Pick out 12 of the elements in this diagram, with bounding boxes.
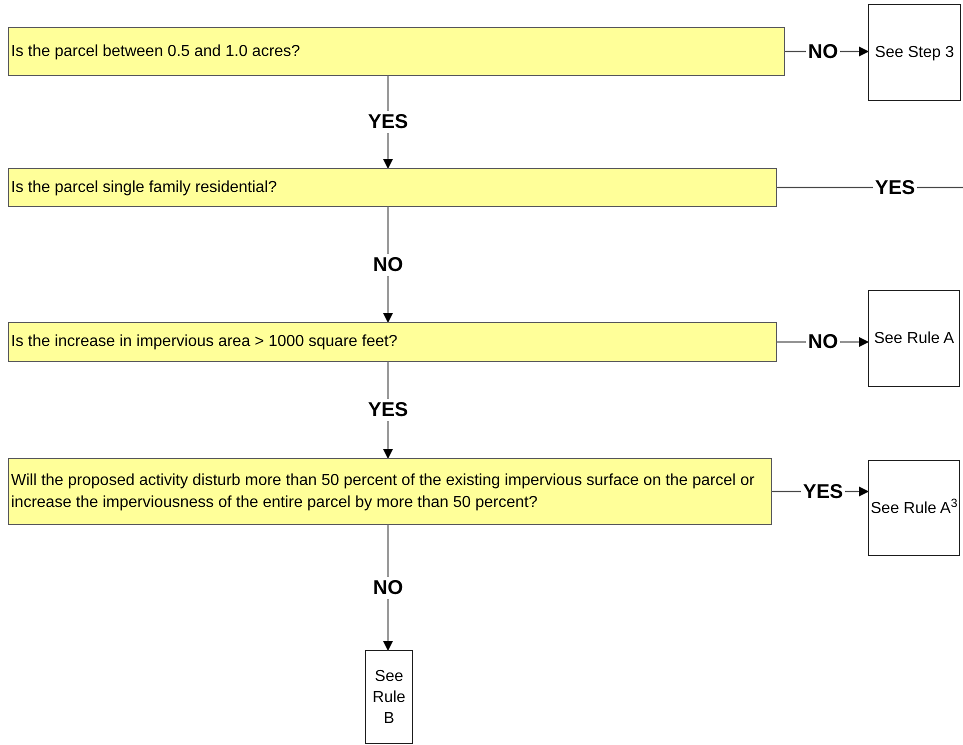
result-box: See Rule A — [868, 290, 960, 387]
question-box: Will the proposed activity disturb more than 50 percent of the existing impervious surface on the parcel or increase the imperviousness of the entire parcel by more than 50 percent? — [8, 458, 772, 525]
question-box: Is the parcel between 0.5 and 1.0 acres? — [8, 27, 785, 76]
result-box: See Step 3 — [868, 4, 961, 101]
edge-label: NO — [371, 254, 405, 276]
result-box: See Rule B — [365, 650, 413, 744]
result-box: See Rule A$^{3}$ — [868, 460, 960, 556]
question-box: Is the increase in impervious area > 1000 square feet? — [8, 322, 777, 362]
edge-label: YES — [366, 399, 410, 421]
edge-label: NO — [371, 576, 405, 598]
question-box: Is the parcel single family residential? — [8, 168, 777, 207]
edge-label: YES — [366, 111, 410, 133]
